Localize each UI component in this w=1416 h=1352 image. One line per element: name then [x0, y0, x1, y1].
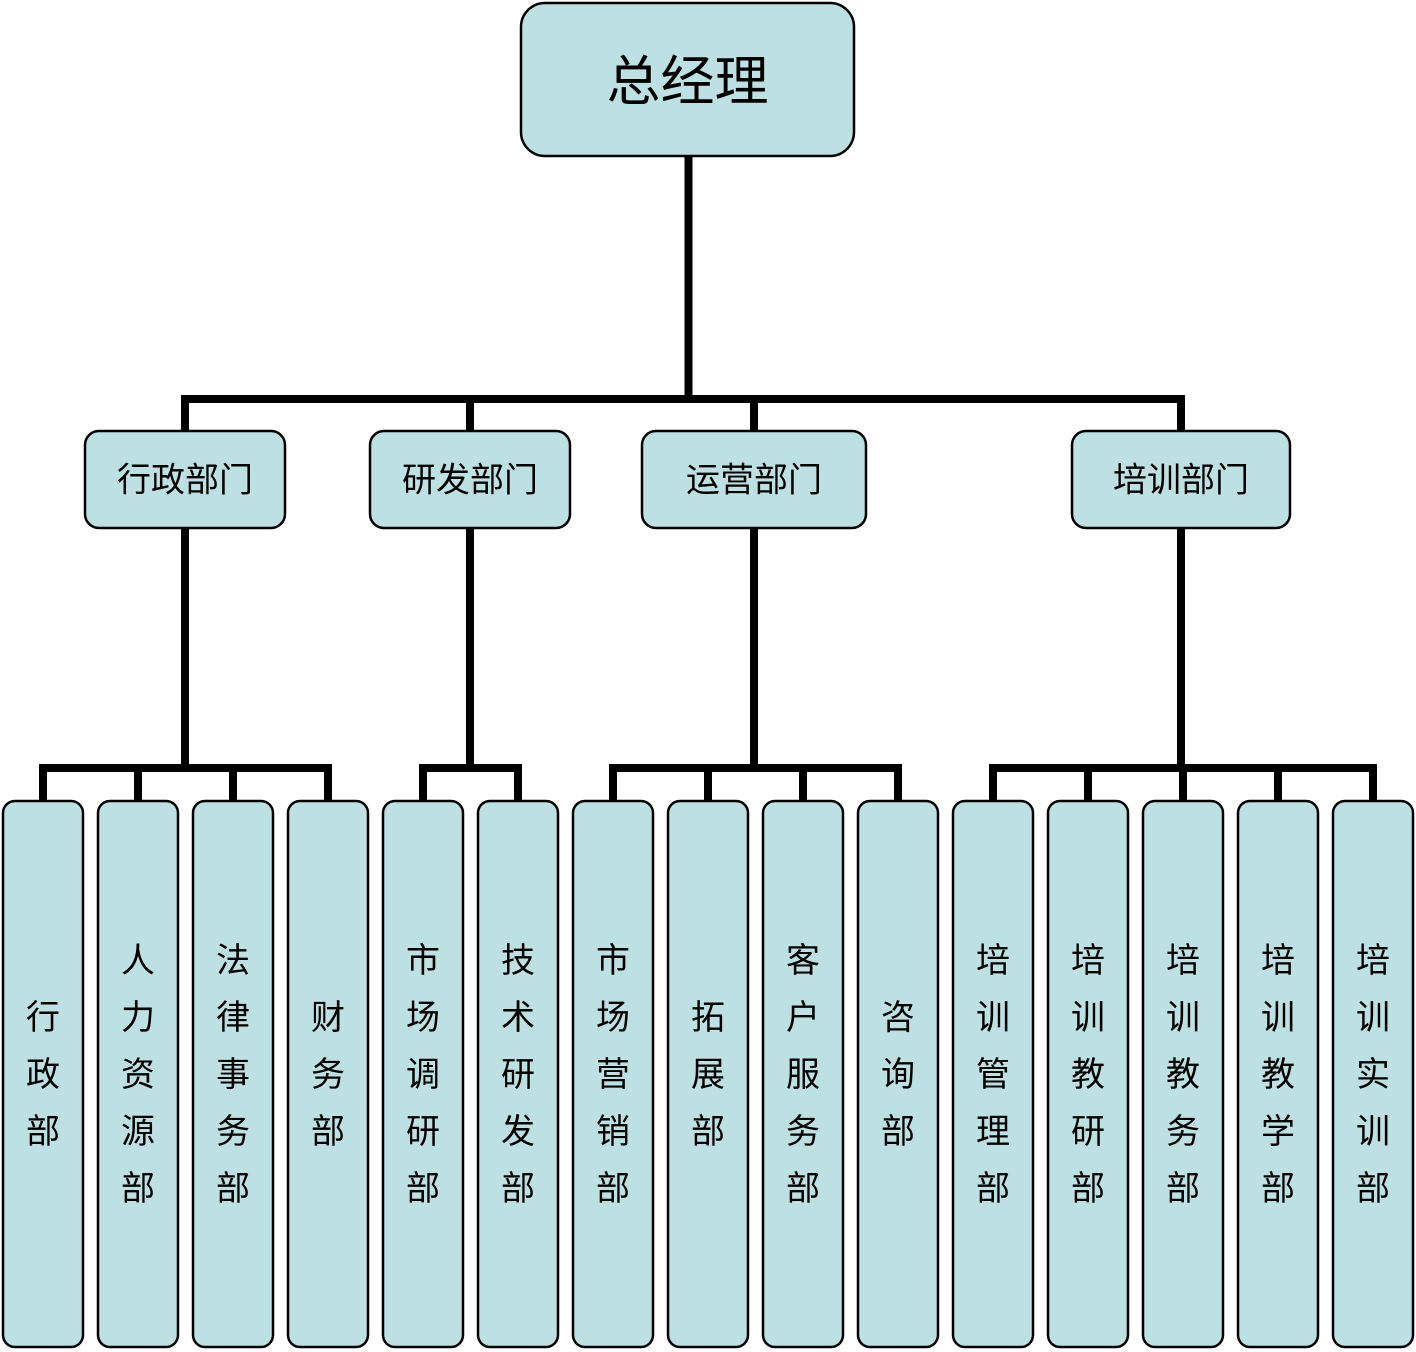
unit-label: 拓展部 [691, 998, 725, 1152]
department-label: 运营部门 [686, 461, 822, 501]
unit-label: 客户服务部 [786, 941, 820, 1209]
node-unit: 财务部 [286, 799, 370, 1349]
unit-label: 培训教学部 [1261, 941, 1295, 1209]
unit-box [476, 799, 560, 1349]
unit-label: 法律事务部 [216, 941, 250, 1209]
unit-box [1236, 799, 1320, 1349]
connectors [39, 152, 1377, 805]
node-department: 培训部门 [1070, 429, 1292, 530]
unit-box [1, 799, 85, 1349]
unit-box [1141, 799, 1225, 1349]
unit-label: 培训教务部 [1166, 941, 1200, 1209]
node-unit: 拓展部 [666, 799, 750, 1349]
department-box [640, 429, 868, 530]
unit-label: 培训实训部 [1356, 941, 1390, 1209]
department-label: 行政部门 [117, 461, 253, 501]
node-unit: 技术研发部 [476, 799, 560, 1349]
unit-box [96, 799, 180, 1349]
root-box [519, 1, 856, 158]
unit-label: 市场调研部 [406, 941, 440, 1209]
unit-box [571, 799, 655, 1349]
node-unit: 培训管理部 [951, 799, 1035, 1349]
unit-label: 技术研发部 [501, 941, 535, 1209]
department-box [1070, 429, 1292, 530]
root-label: 总经理 [607, 50, 769, 113]
department-box [368, 429, 572, 530]
node-unit: 法律事务部 [191, 799, 275, 1349]
node-unit: 客户服务部 [761, 799, 845, 1349]
node-department: 运营部门 [640, 429, 868, 530]
node-unit: 培训教研部 [1046, 799, 1130, 1349]
unit-label: 人力资源部 [121, 941, 155, 1209]
node-unit: 咨询部 [856, 799, 940, 1349]
node-department: 行政部门 [83, 429, 287, 530]
unit-label: 培训管理部 [976, 941, 1010, 1209]
node-unit: 培训教务部 [1141, 799, 1225, 1349]
node-unit: 培训实训部 [1331, 799, 1415, 1349]
node-unit: 行政部 [1, 799, 85, 1349]
unit-label: 财务部 [311, 998, 345, 1152]
unit-label: 行政部 [26, 998, 60, 1152]
unit-box [951, 799, 1035, 1349]
unit-label: 培训教研部 [1071, 941, 1105, 1209]
node-unit: 市场营销部 [571, 799, 655, 1349]
node-unit: 市场调研部 [381, 799, 465, 1349]
department-label: 培训部门 [1113, 461, 1249, 501]
node-unit: 人力资源部 [96, 799, 180, 1349]
department-label: 研发部门 [402, 461, 538, 501]
department-box [83, 429, 287, 530]
unit-box [856, 799, 940, 1349]
unit-label: 市场营销部 [596, 941, 630, 1209]
unit-box [761, 799, 845, 1349]
unit-box [1331, 799, 1415, 1349]
unit-box [1046, 799, 1130, 1349]
unit-box [666, 799, 750, 1349]
node-unit: 培训教学部 [1236, 799, 1320, 1349]
unit-box [191, 799, 275, 1349]
node-department: 研发部门 [368, 429, 572, 530]
node-root: 总经理 [519, 1, 856, 158]
unit-label: 咨询部 [881, 998, 915, 1152]
unit-box [381, 799, 465, 1349]
unit-box [286, 799, 370, 1349]
